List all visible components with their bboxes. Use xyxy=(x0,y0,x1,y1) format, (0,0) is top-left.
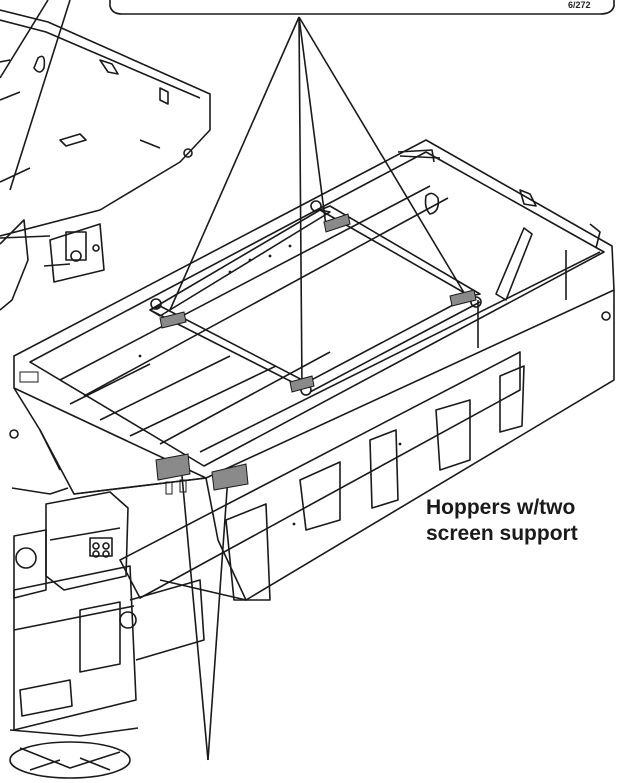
caption-line-1: Hoppers w/two xyxy=(426,496,576,519)
drawing-code: 6/272 xyxy=(568,0,591,10)
decal-sublabels xyxy=(19,371,187,495)
right-brace xyxy=(424,189,537,301)
leader-lines-top xyxy=(0,0,467,389)
screen-support-bars xyxy=(149,205,481,393)
caption-line-2: screen support xyxy=(426,522,578,545)
warning-decals xyxy=(155,213,477,491)
callout-box xyxy=(109,0,615,15)
screw-dots xyxy=(138,244,402,526)
upper-left-hopper xyxy=(0,9,211,311)
main-hopper-body xyxy=(9,139,615,601)
leader-lines-bottom xyxy=(181,475,229,761)
support-bolts xyxy=(150,200,482,396)
spinner-assembly xyxy=(9,487,205,779)
